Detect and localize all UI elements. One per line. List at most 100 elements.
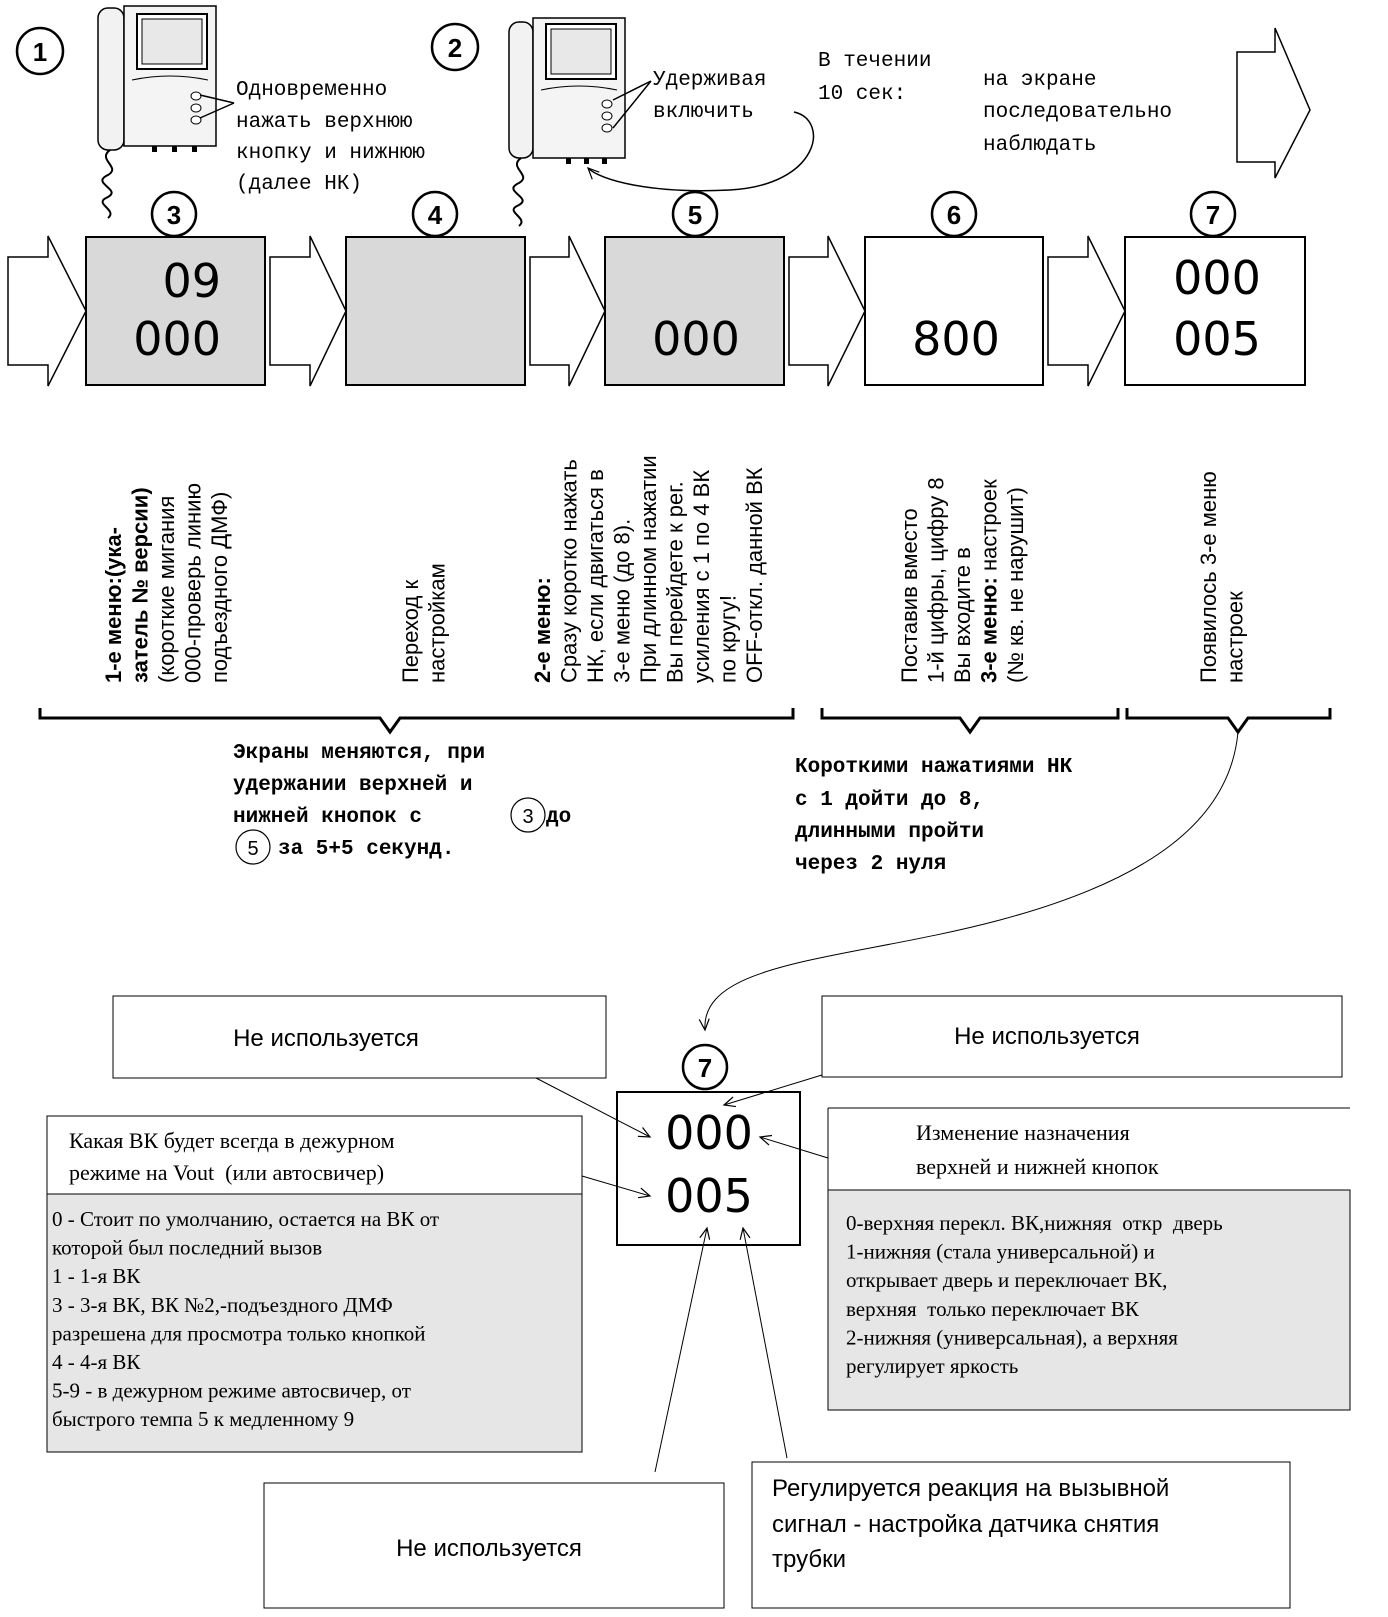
flow-arrow <box>529 235 606 387</box>
flow-arrow <box>788 235 866 387</box>
svg-text:7: 7 <box>1206 200 1220 230</box>
note-line: которой был последний вызов <box>52 1236 322 1260</box>
callout-bottom-left-text: Не используется <box>396 1535 582 1562</box>
intercom-monitor-icon <box>508 17 626 227</box>
callout-right-title-text: Изменение назначения верхней и нижней кн… <box>916 1120 1159 1179</box>
svg-text:3: 3 <box>522 806 533 828</box>
flow-row <box>7 235 1126 387</box>
svg-text:2: 2 <box>448 33 462 63</box>
brace-note-middle: Короткими нажатиями НК с 1 дойти до 8, д… <box>795 756 1073 876</box>
step-badge-2: 2 <box>430 22 480 72</box>
detail-readouts: 000 005 <box>665 1106 753 1223</box>
screen-readouts: 09 000 000 800 000 005 <box>133 251 1261 366</box>
brace-middle <box>820 708 1120 735</box>
svg-text:нажать верхнюю: нажать верхнюю <box>236 111 413 134</box>
callout-left-title <box>46 1115 583 1195</box>
screen-step-4 <box>345 236 526 386</box>
screen-step-6 <box>864 236 1044 386</box>
step-badge-6: 6 <box>930 190 978 238</box>
svg-text:Экраны меняются, при: Экраны меняются, при <box>233 742 485 765</box>
caption-line: OFF-откл. данной ВК <box>742 467 767 683</box>
svg-text:до: до <box>546 806 571 829</box>
readout-line: 000 <box>665 1106 753 1160</box>
note-line: 0-верхняя перекл. ВК,нижняя откр дверь <box>846 1211 1223 1235</box>
svg-text:режиме на Vout (или автосвиче: режиме на Vout (или автосвичер) <box>69 1160 384 1185</box>
note-line: 2-нижняя (универсальная), а верхняя <box>846 1325 1178 1349</box>
callout-leaders <box>535 1074 829 1473</box>
svg-text:трубки: трубки <box>772 1546 846 1573</box>
timing-note: В течении 10 сек: <box>818 50 931 106</box>
callout-bottom-left <box>263 1482 725 1609</box>
observe-note: на экране последовательно наблюдать <box>983 69 1172 157</box>
brace-note-left: Экраны меняются, при удержании верхней и… <box>233 742 571 861</box>
step-badge-4: 4 <box>411 190 459 238</box>
caption-line: 2-е меню: <box>530 577 555 683</box>
note-line: регулирует яркость <box>846 1354 1018 1378</box>
note-line: быстрого темпа 5 к медленному 9 <box>52 1407 354 1431</box>
intercom-monitor-icon <box>97 5 217 219</box>
callout-right-title <box>828 1108 1350 1190</box>
caption-line: Вы перейдете к рег. <box>663 481 688 683</box>
readout-line: 000 <box>133 312 221 366</box>
step-badge-5: 5 <box>671 190 719 238</box>
readout-line: 005 <box>1173 312 1261 366</box>
note-line: 1 - 1-я ВК <box>52 1264 141 1288</box>
inline-step-ref: 3 5 <box>235 797 546 865</box>
flow-arrow <box>1047 235 1126 387</box>
button-pointer <box>199 94 235 119</box>
note-line: 1-нижняя (стала универсальной) и <box>846 1240 1155 1264</box>
flow-arrow <box>269 235 347 387</box>
callout-left-title-text: Какая ВК будет всегда в дежурном режиме … <box>69 1128 395 1185</box>
connector-to-detail <box>698 731 1239 1032</box>
svg-text:последовательно: последовательно <box>983 101 1172 124</box>
step-badge-7: 7 <box>1189 190 1237 238</box>
svg-text:Изменение назначения: Изменение назначения <box>916 1120 1130 1145</box>
callout-bottom-right <box>751 1461 1291 1609</box>
svg-text:включить: включить <box>653 101 754 124</box>
step1-instruction: Одновременно нажать верхнюю кнопку и ниж… <box>236 79 425 196</box>
callout-right-body-text: 0-верхняя перекл. ВК,нижняя откр дверь 1-… <box>846 1211 1223 1378</box>
svg-text:Какая ВК будет всегда в дежурн: Какая ВК будет всегда в дежурном <box>69 1128 395 1153</box>
caption-line: Переход к <box>398 580 423 683</box>
readout-line: 005 <box>665 1169 753 1223</box>
callout-right-body <box>827 1189 1351 1411</box>
svg-text:Одновременно: Одновременно <box>236 79 387 102</box>
step-badge-7-detail: 7 <box>681 1043 729 1091</box>
svg-text:нижней кнопок с: нижней кнопок с <box>233 806 422 829</box>
vertical-captions: 1-е меню:(ука-затель № версии)(короткие … <box>101 455 1248 683</box>
caption-line: (короткие мигания <box>154 496 179 683</box>
note-line: 5-9 - в дежурном режиме автосвичер, от <box>52 1379 411 1403</box>
callout-top-left-text: Не используется <box>233 1025 419 1052</box>
note-line: верхняя только переключает ВК <box>846 1297 1140 1321</box>
svg-text:верхней и нижней кнопок: верхней и нижней кнопок <box>916 1154 1159 1179</box>
readout-line: 09 <box>162 254 221 308</box>
caption-line: 1-й цифры, цифру 8 <box>924 477 949 683</box>
svg-text:с 1 дойти до 8,: с 1 дойти до 8, <box>795 789 984 812</box>
caption-line: усиления с 1 по 4 ВК <box>689 470 714 683</box>
caption-line: подъездного ДМФ) <box>207 492 232 683</box>
callout-top-right <box>821 995 1343 1078</box>
readout-line: 000 <box>652 312 740 366</box>
caption-line: настроек <box>1223 591 1248 683</box>
callout-bottom-right-text: Регулируется реакция на вызывной сигнал … <box>772 1475 1169 1573</box>
callout-left-body <box>46 1193 583 1453</box>
readout-line: 000 <box>1173 251 1261 305</box>
caption-line: НК, если двигаться в <box>583 469 608 683</box>
svg-text:наблюдать: наблюдать <box>983 134 1096 157</box>
caption-line: 000-проверь линию <box>181 483 206 683</box>
svg-text:(далее НК): (далее НК) <box>236 173 362 196</box>
svg-text:сигнал - настройка датчика сня: сигнал - настройка датчика снятия <box>772 1511 1159 1538</box>
caption-line: Сразу коротко нажать <box>557 459 582 683</box>
callout-top-right-text: Не используется <box>954 1023 1140 1050</box>
caption-line: настройкам <box>425 563 450 683</box>
svg-text:Удерживая: Удерживая <box>653 69 766 92</box>
step-badge-3: 3 <box>150 190 198 238</box>
caption-line: При длинном нажатии <box>636 455 661 683</box>
svg-text:5: 5 <box>688 200 702 230</box>
screen-step-3 <box>85 236 266 386</box>
button-pointer <box>612 80 652 129</box>
svg-text:В течении: В течении <box>818 50 931 73</box>
note-line: разрешена для просмотра только кнопкой <box>52 1321 426 1345</box>
caption-line: (№ кв. не нарушит) <box>1003 487 1028 683</box>
